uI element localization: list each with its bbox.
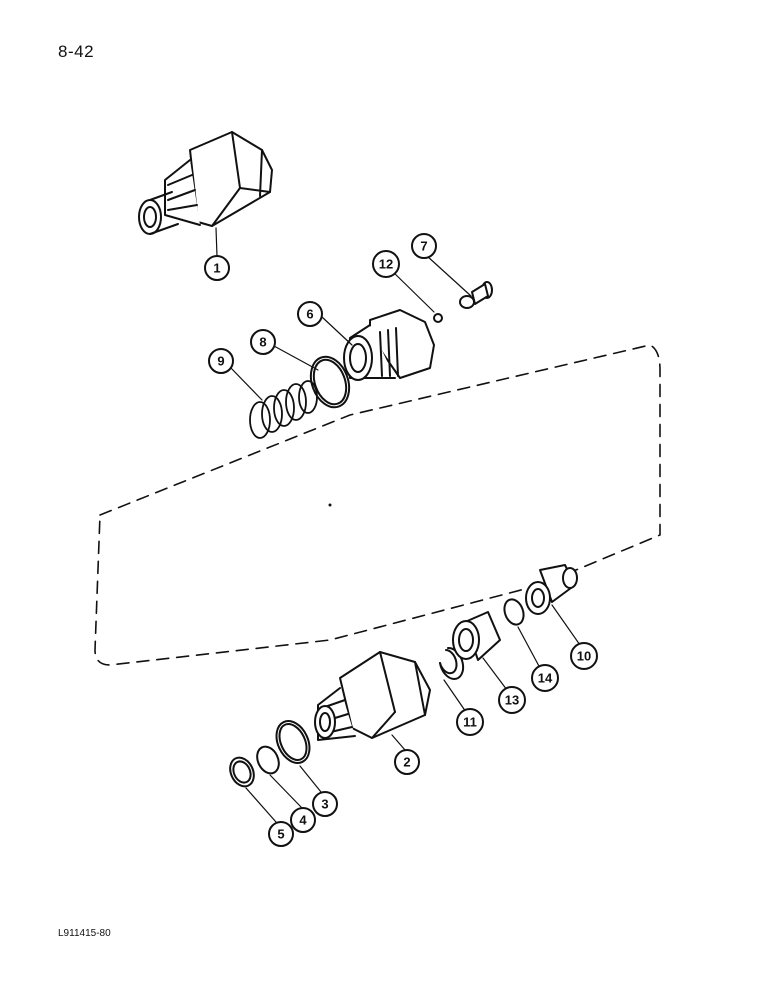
svg-text:13: 13 (505, 693, 519, 708)
page-number: 8-42 (58, 42, 95, 61)
callout-6: 6 (297, 301, 323, 327)
svg-text:3: 3 (321, 797, 328, 812)
part-10-valve-poppet (525, 564, 578, 615)
svg-text:1: 1 (213, 261, 220, 276)
callout-12: 12 (372, 250, 400, 278)
svg-text:4: 4 (299, 813, 307, 828)
callout-2: 2 (394, 749, 420, 775)
assembly-dashed-outline (94, 344, 661, 666)
callout-1: 1 (204, 255, 230, 281)
svg-text:9: 9 (217, 354, 224, 369)
callout-9: 9 (208, 348, 234, 374)
part-7-bleed-screw (459, 281, 493, 309)
part-2-coupler-body (314, 651, 431, 741)
callout-11: 11 (456, 708, 484, 736)
callout-3: 3 (312, 791, 338, 817)
print-speck (328, 503, 332, 507)
callout-14: 14 (531, 664, 559, 692)
svg-text:11: 11 (463, 715, 477, 730)
part-4-o-ring-small (256, 745, 280, 775)
svg-text:12: 12 (379, 257, 393, 272)
callouts: 1 2 3 4 5 6 7 8 (204, 233, 598, 847)
svg-text:14: 14 (538, 671, 553, 686)
callout-7: 7 (411, 233, 437, 259)
callout-10: 10 (570, 642, 598, 670)
part-1-coupler-assembly (138, 131, 273, 235)
part-3-o-ring-large (275, 720, 311, 764)
part-13-collar (452, 611, 501, 661)
svg-text:2: 2 (403, 755, 410, 770)
callout-8: 8 (250, 329, 276, 355)
part-14-o-ring (503, 598, 525, 626)
part-6-threaded-sleeve (343, 309, 435, 381)
svg-text:10: 10 (577, 649, 591, 664)
part-5-backup-ring (229, 756, 255, 788)
leader-lines (215, 227, 581, 823)
callout-5: 5 (268, 821, 294, 847)
callout-13: 13 (498, 686, 526, 714)
part-12-small-seal (433, 313, 443, 323)
svg-text:8: 8 (259, 335, 266, 350)
svg-text:5: 5 (277, 827, 284, 842)
callout-4: 4 (290, 807, 316, 833)
part-9-spring (249, 380, 318, 439)
svg-text:7: 7 (420, 239, 427, 254)
figure-code: L911415-80 (58, 928, 111, 939)
svg-text:6: 6 (306, 307, 313, 322)
